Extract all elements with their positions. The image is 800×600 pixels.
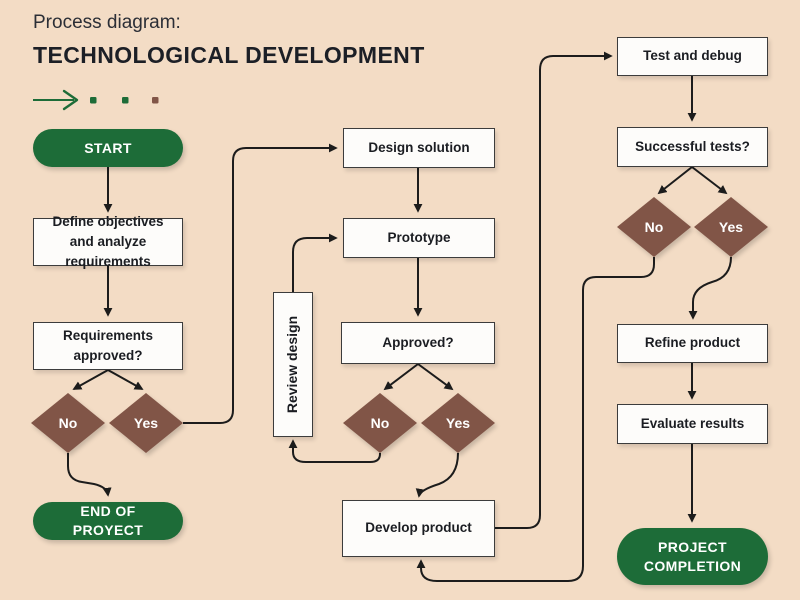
decision-yes-3-label: Yes [718,219,744,235]
arrow-successful-to-no3 [657,166,693,195]
node-start-label: START [84,139,132,156]
node-design-solution: Design solution [343,128,495,168]
node-evaluate-results: Evaluate results [617,404,768,444]
progress-dots [90,97,159,104]
node-prototype: Prototype [343,218,495,258]
node-evaluate-results-label: Evaluate results [640,415,745,431]
decision-no-2-label: No [370,415,390,431]
flow-arrow-icon [33,89,79,111]
arrow-requirements-to-yes1 [107,369,144,390]
arrow-develop-to-test [495,51,613,529]
diagram-kicker: Process diagram: [33,12,181,33]
node-end-of-project-label: END OF PROYECT [72,503,144,538]
node-start: START [33,129,183,167]
decision-no-1-label: No [58,415,78,431]
node-develop-product: Develop product [342,500,495,557]
diagram-title: TECHNOLOGICAL DEVELOPMENT [33,42,425,68]
node-refine-product-label: Refine product [644,335,741,351]
decision-no-3-label: No [644,219,664,235]
decision-no-3: No [617,197,691,257]
arrow-successful-to-yes3 [691,166,728,195]
node-review-design-label: Review design [284,315,301,414]
node-design-solution-label: Design solution [368,139,470,155]
node-refine-product: Refine product [617,324,768,363]
node-approved: Approved? [341,322,495,364]
decision-yes-2-label: Yes [445,415,471,431]
node-project-completion-label: PROJECT COMPLETION [643,538,742,574]
node-define-objectives-label: Define objectives and analyze requiremen… [52,213,164,270]
node-successful-tests: Successful tests? [617,127,768,167]
node-requirements-approved-label: Requirements approved? [62,327,154,363]
arrow-yes3-to-refine [688,256,732,320]
decision-no-2: No [343,393,417,453]
node-prototype-label: Prototype [387,229,451,245]
arrow-approved-to-yes2 [417,363,454,391]
arrow-no2-to-review [288,439,381,463]
decision-yes-1-label: Yes [133,415,159,431]
node-define-objectives: Define objectives and analyze requiremen… [33,214,183,269]
decision-yes-3: Yes [694,197,768,257]
node-test-and-debug: Test and debug [617,37,768,76]
arrow-no3-to-develop-bottom [416,257,655,582]
arrow-requirements-to-no1 [72,369,109,390]
decision-yes-1: Yes [109,393,183,453]
arrow-yes2-to-develop [415,452,459,498]
node-develop-product-label: Develop product [365,520,472,536]
arrow-yes1-to-design [183,143,338,424]
decision-no-1: No [31,393,105,453]
decision-yes-2: Yes [421,393,495,453]
node-requirements-approved: Requirements approved? [33,322,183,370]
node-project-completion: PROJECT COMPLETION [617,528,768,585]
arrow-no1-to-end [67,453,112,497]
arrow-review-to-prototype [292,233,338,292]
node-test-and-debug-label: Test and debug [643,48,742,64]
node-approved-label: Approved? [382,334,454,350]
node-end-of-project: END OF PROYECT [33,502,183,540]
node-successful-tests-label: Successful tests? [635,138,750,154]
node-review-design: Review design [273,292,313,437]
arrow-approved-to-no2 [383,363,419,391]
